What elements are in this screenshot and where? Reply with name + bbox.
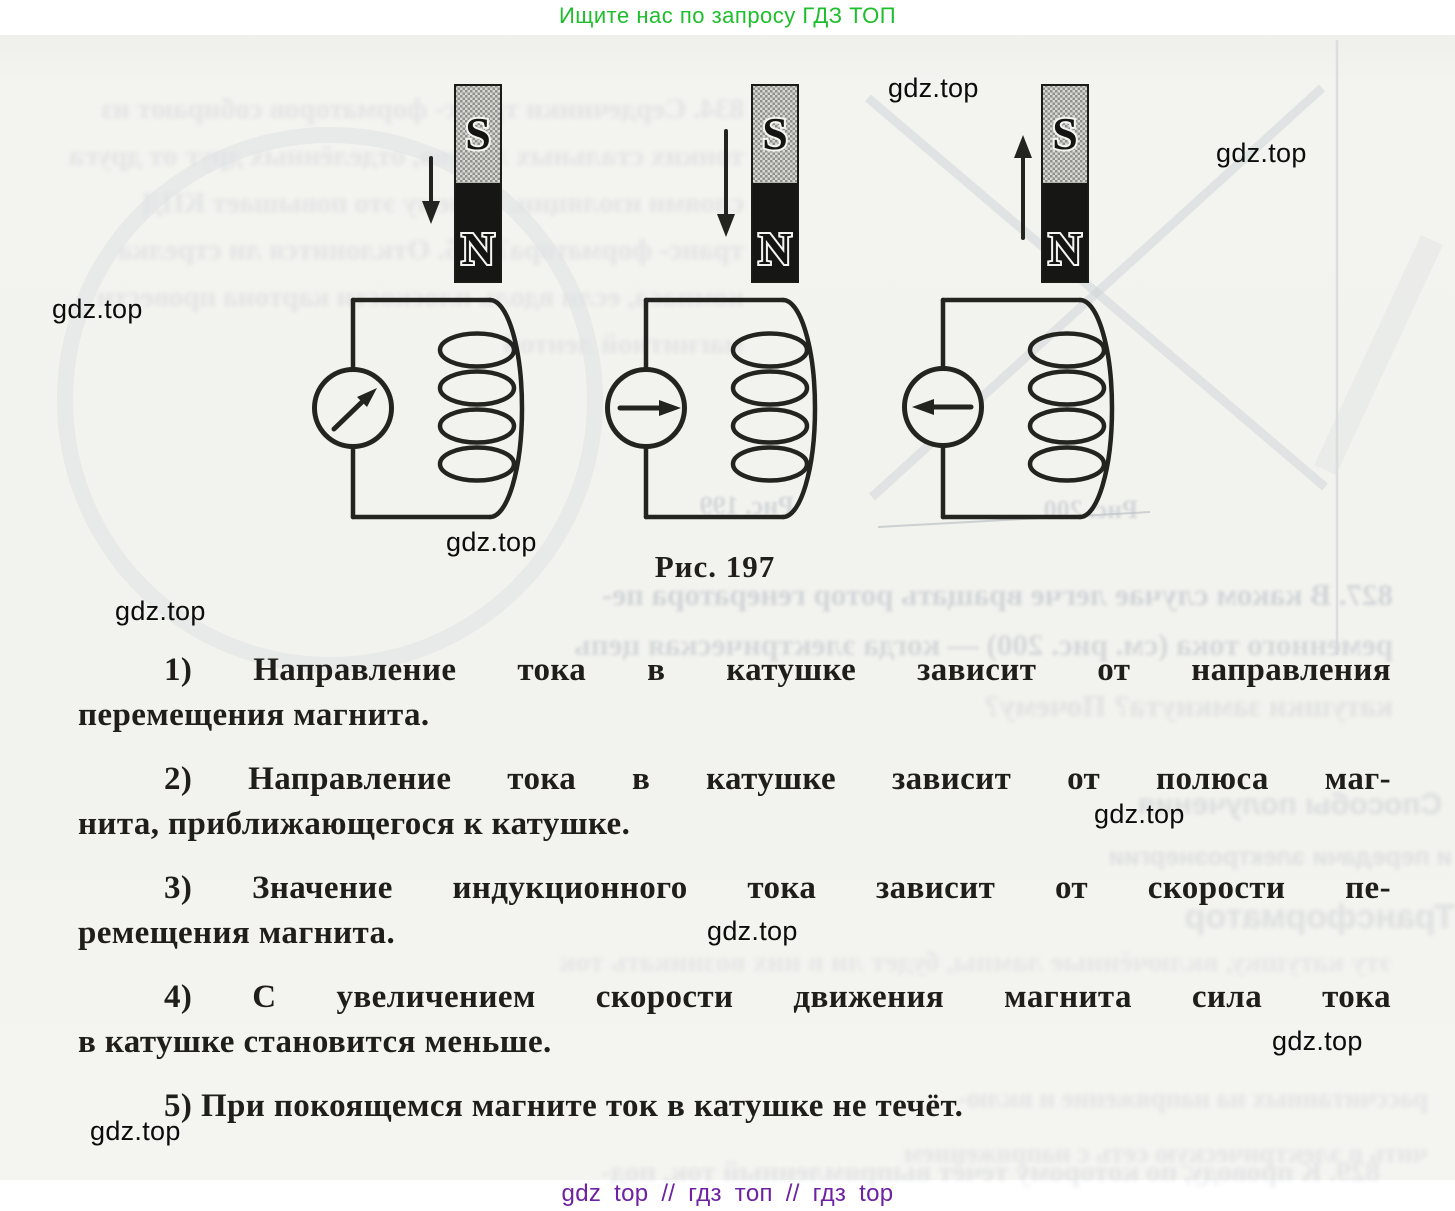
fold-line <box>877 511 1151 528</box>
circuit-2 <box>605 297 818 520</box>
pole-label-south-3: S <box>1052 108 1078 159</box>
statement-3-line-2: ремещения магнита. <box>78 915 396 951</box>
conclusions-text-block: 1) Направление тока в катушке зависит от… <box>78 648 1391 1148</box>
watermark: gdz.top <box>1094 799 1185 829</box>
watermark: gdz.top <box>115 596 206 626</box>
induction-diagram-3: S N <box>902 84 1115 520</box>
statement-2: 2) Направление тока в катушке зависит от… <box>78 757 1391 847</box>
pole-label-north-2: N <box>758 223 791 274</box>
statement-1-line-1: 1) Направление тока в катушке зависит от… <box>164 652 1391 688</box>
magnet-1: S N <box>454 84 502 283</box>
pole-label-south-2: S <box>762 108 788 159</box>
magnet-2-outline <box>751 84 799 283</box>
watermark: gdz.top <box>1216 138 1307 168</box>
statement-1: 1) Направление тока в катушке зависит от… <box>78 648 1391 738</box>
motion-arrow-up-icon <box>1014 135 1032 240</box>
coil-2 <box>730 331 810 483</box>
pole-label-north-3: N <box>1048 223 1081 274</box>
magnet-3-south-pole <box>1042 85 1088 183</box>
pole-label-north-1: N <box>461 223 494 274</box>
motion-arrow-down-short-icon <box>422 156 440 224</box>
watermark: gdz.top <box>1272 1026 1363 1056</box>
promo-banner: Ищите нас по запросу ГДЗ ТОП <box>558 3 897 28</box>
statement-4: 4) С увеличением скорости движения магни… <box>78 975 1391 1065</box>
circuit-3 <box>902 297 1115 520</box>
magnet-1-outline <box>454 84 502 283</box>
magnet-3-outline <box>1041 84 1089 283</box>
magnet-1-south-pole <box>455 85 501 183</box>
magnet-2-north-pole <box>752 183 798 282</box>
induction-diagram-2: S N <box>605 84 818 520</box>
statement-4-line-2: в катушке становится меньше. <box>78 1024 552 1060</box>
watermark: gdz.top <box>90 1116 181 1146</box>
magnet-1-north-pole <box>455 183 501 282</box>
statement-3: 3) Значение индукционного тока зависит о… <box>78 866 1391 956</box>
watermark: gdz.top <box>52 294 143 324</box>
coil-1 <box>437 331 517 483</box>
coil-outer-arc-1 <box>487 297 525 520</box>
galvanometer-needle-left-3 <box>912 399 974 415</box>
ghost-stamp-circle <box>57 127 603 673</box>
magnet-3-north-pole <box>1042 183 1088 282</box>
statement-1-line-2: перемещения магнита. <box>78 697 430 733</box>
figure-caption: Рис. 197 <box>654 549 776 584</box>
statement-2-line-1: 2) Направление тока в катушке зависит от… <box>164 761 1391 797</box>
coil-3 <box>1027 331 1107 483</box>
ghost-band <box>1314 234 1443 476</box>
footer-links: gdz top // гдз топ // гдз top <box>561 1180 894 1207</box>
magnet-3: S N <box>1041 84 1089 283</box>
statement-5-line-1: 5) При покоящемся магните ток в катушке … <box>164 1088 964 1124</box>
circuit-1 <box>312 297 525 520</box>
statement-5: 5) При покоящемся магните ток в катушке … <box>78 1084 1391 1129</box>
statement-4-line-1: 4) С увеличением скорости движения магни… <box>164 979 1391 1015</box>
coil-outer-arc-2 <box>780 297 818 520</box>
statement-2-line-2: нита, приближающегося к катушке. <box>78 806 631 842</box>
watermark: gdz.top <box>888 73 979 103</box>
galvanometer-needle-right-2 <box>617 400 681 416</box>
motion-arrow-down-long-icon <box>717 129 735 237</box>
pole-label-south-1: S <box>465 108 491 159</box>
watermark: gdz.top <box>446 527 537 557</box>
magnet-2: S N <box>751 84 799 283</box>
magnet-2-south-pole <box>752 85 798 183</box>
watermark: gdz.top <box>707 916 798 946</box>
statement-3-line-1: 3) Значение индукционного тока зависит о… <box>164 870 1391 906</box>
galvanometer-needle-up-right-1 <box>331 388 377 432</box>
coil-outer-arc-3 <box>1077 297 1115 520</box>
induction-diagram-1: S N <box>312 84 525 520</box>
